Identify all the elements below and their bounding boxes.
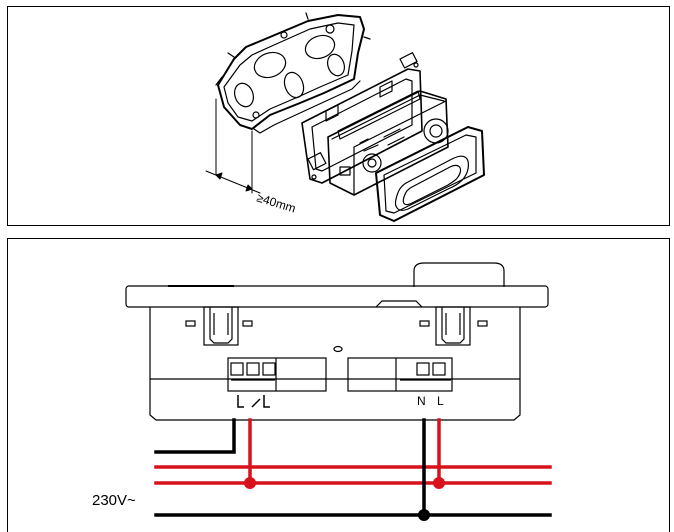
supply-voltage-label: 230V~ — [92, 492, 136, 509]
depth-dimension-label: ≥40mm — [255, 190, 297, 215]
mounting-frame — [301, 52, 423, 184]
relay-contact-symbol — [237, 395, 270, 408]
terminal-block-left — [227, 357, 327, 392]
junction-dot — [244, 477, 256, 489]
terminal-label-live: L — [437, 394, 444, 408]
mounting-diagram-panel: ≥40mm — [7, 6, 670, 226]
wall-box — [215, 12, 371, 134]
wiring-diagram: N L 230V~ — [92, 262, 552, 521]
terminal-block-right — [347, 357, 453, 392]
depth-dimension — [205, 98, 261, 194]
wire-load-neutral — [154, 418, 236, 454]
device-module — [327, 90, 449, 196]
junction-dot — [418, 509, 430, 521]
mounting-diagram: ≥40mm — [205, 12, 485, 222]
wiring — [154, 418, 552, 517]
terminal-label-neutral: N — [417, 394, 426, 408]
junction-dot — [433, 477, 445, 489]
wiring-diagram-panel: N L 230V~ — [7, 238, 670, 532]
cover-plate — [375, 126, 485, 222]
device-body — [149, 307, 521, 421]
device-knob — [413, 262, 505, 287]
mounting-clip-left — [203, 306, 239, 346]
front-plate — [125, 285, 549, 308]
mounting-clip-right — [435, 306, 471, 346]
